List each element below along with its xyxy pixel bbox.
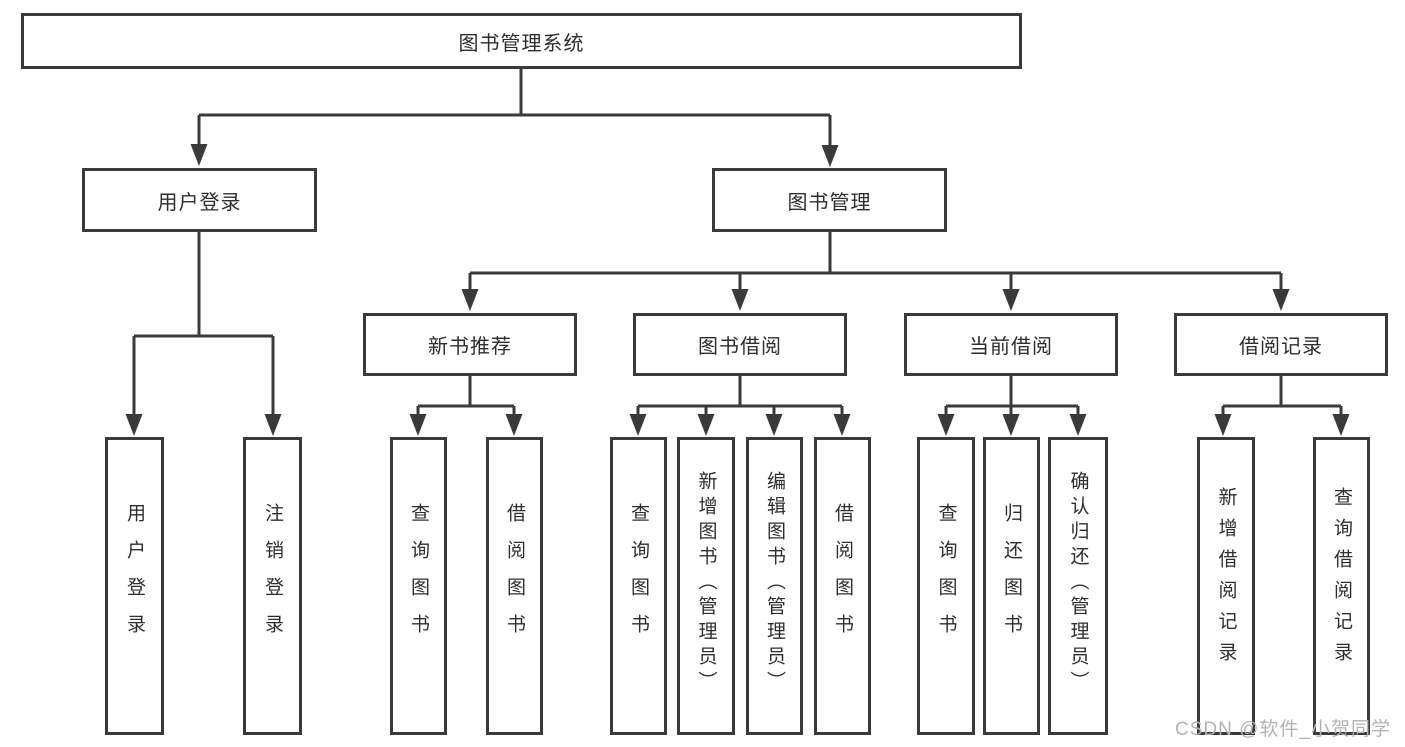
node-user-login-label: 用户登录 [157,191,242,214]
leaf-query-books-borrow: 查询图书 [610,437,667,735]
leaf-borrow-books-label: 借阅图书 [832,503,853,651]
leaf-return-books: 归还图书 [983,437,1040,735]
leaf-add-borrow-record-label: 新增借阅记录 [1215,487,1237,673]
leaf-query-borrow-record: 查询借阅记录 [1313,437,1370,735]
node-book-management-label: 图书管理 [787,191,872,214]
leaf-logout-label: 注销登录 [262,503,283,651]
leaf-query-books-recommend: 查询图书 [390,437,447,735]
node-root-label: 图书管理系统 [458,32,585,55]
node-book-management: 图书管理 [712,168,947,232]
node-user-login: 用户登录 [82,168,317,232]
node-current-borrow-label: 当前借阅 [969,336,1053,358]
leaf-return-books-label: 归还图书 [1001,503,1022,651]
leaf-borrow-books-recommend-label: 借阅图书 [504,503,525,651]
leaf-edit-books-admin: 编辑图书（管理员） [746,437,803,735]
node-borrow-records-label: 借阅记录 [1239,336,1323,358]
leaf-query-books-current-label: 查询图书 [935,503,957,651]
leaf-query-books-current: 查询图书 [917,437,975,735]
leaf-borrow-books: 借阅图书 [814,437,871,735]
node-book-borrow: 图书借阅 [633,313,847,376]
node-root: 图书管理系统 [21,13,1022,69]
leaf-borrow-books-recommend: 借阅图书 [486,437,543,735]
leaf-user-login: 用户登录 [105,437,164,735]
node-new-book-recommend-label: 新书推荐 [428,336,512,358]
leaf-confirm-return-admin: 确认归还（管理员） [1048,437,1108,735]
leaf-logout: 注销登录 [243,437,302,735]
node-new-book-recommend: 新书推荐 [363,313,577,376]
leaf-query-borrow-record-label: 查询借阅记录 [1331,487,1352,673]
leaf-add-books-admin: 新增图书（管理员） [677,437,735,735]
node-current-borrow: 当前借阅 [904,313,1118,376]
leaf-confirm-return-admin-label: 确认归还（管理员） [1067,470,1089,696]
node-borrow-records: 借阅记录 [1174,313,1388,376]
leaf-add-books-admin-label: 新增图书（管理员） [695,470,717,696]
leaf-query-books-recommend-label: 查询图书 [408,503,429,651]
node-book-borrow-label: 图书借阅 [698,336,782,358]
leaf-query-books-borrow-label: 查询图书 [628,503,649,651]
leaf-user-login-label: 用户登录 [124,503,145,651]
leaf-edit-books-admin-label: 编辑图书（管理员） [764,470,785,696]
csdn-watermark: CSDN @软件_小贺同学 [1175,719,1391,740]
leaf-add-borrow-record: 新增借阅记录 [1197,437,1255,735]
